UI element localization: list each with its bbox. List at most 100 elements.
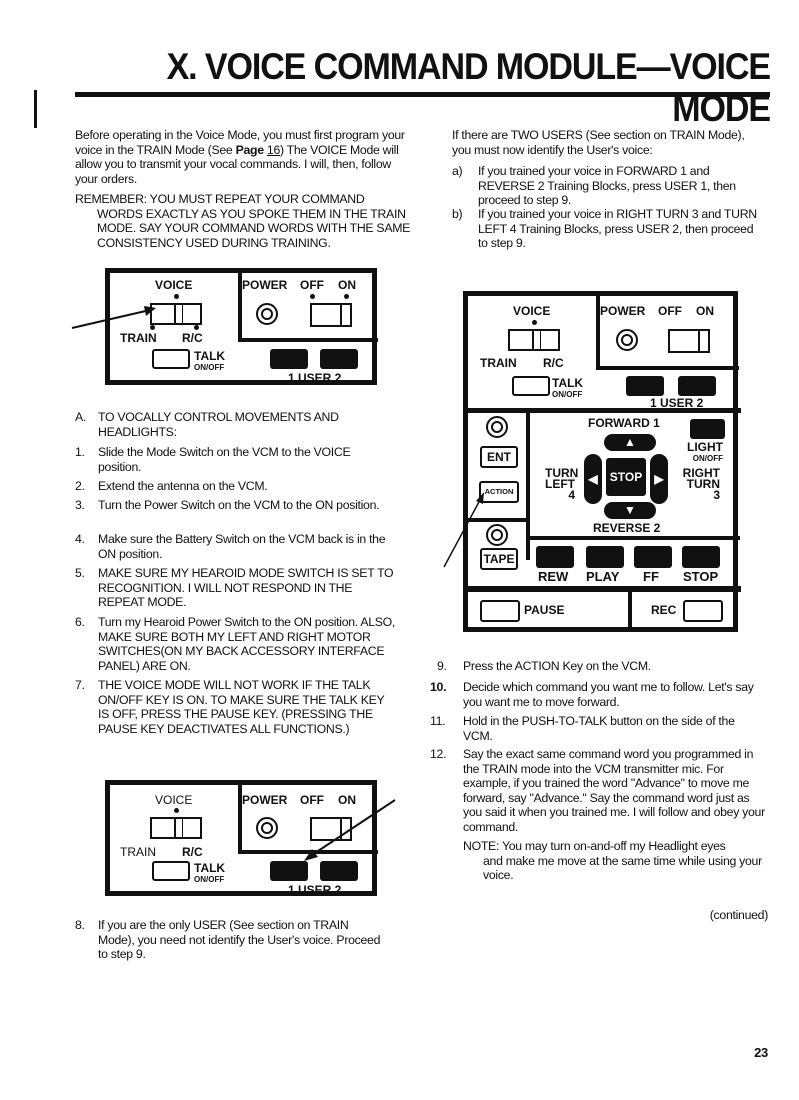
user-label: 1 USER 2 (288, 883, 342, 897)
step-text: Hold in the PUSH-TO-TALK button on the s… (463, 714, 735, 743)
step-text: Say the exact same command word you prog… (463, 747, 765, 834)
arrow-icon (304, 799, 396, 861)
talk-button (512, 376, 550, 396)
light-sub: ON/OFF (692, 454, 723, 463)
talk-sub: ON/OFF (552, 390, 583, 399)
on-dot (344, 294, 349, 299)
voice-dot (174, 294, 179, 299)
left-button: ◀ (584, 454, 602, 504)
step-text: Turn my Hearoid Power Switch to the ON p… (98, 615, 396, 673)
rc-label: R/C (182, 331, 203, 345)
mode-switch (150, 303, 202, 325)
talk-text: TALK (552, 376, 584, 390)
user-1-button (270, 861, 308, 881)
step-text: If you are the only USER (See section on… (98, 918, 381, 962)
rec-button (683, 600, 723, 622)
note: NOTE: You may turn on-and-off my Headlig… (463, 839, 763, 883)
step-number: 1. (75, 445, 85, 459)
power-box (238, 784, 378, 854)
ff-button (634, 546, 672, 568)
light-text: LIGHT (687, 440, 723, 454)
intro-text-2: ) The VOICE Mode will allow you to trans… (75, 142, 399, 186)
mode-switch (508, 329, 560, 351)
step-number: 7. (75, 678, 85, 692)
power-label: POWER (242, 793, 288, 807)
step-number: 10. (430, 680, 447, 694)
light-button (690, 419, 725, 439)
right-button: ▶ (650, 454, 668, 504)
knob-icon (486, 524, 508, 546)
voice-label: VOICE (155, 278, 193, 292)
forward-label: FORWARD 1 (588, 416, 660, 430)
remember-text: WORDS EXACTLY AS YOU SPOKE THEM IN THE T… (97, 206, 411, 250)
step-number: 9. (437, 659, 447, 673)
user-label: 1 USER 2 (650, 396, 704, 410)
remember-heading: REMEMBER: YOU MUST REPEAT YOUR COMMAND (75, 192, 365, 206)
intro-text: Before operating in the Voice Mode, you … (75, 128, 405, 157)
off-label: OFF (300, 793, 324, 807)
step-number: 6. (75, 615, 85, 629)
power-label: POWER (600, 304, 646, 318)
off-dot (310, 294, 315, 299)
rc-label: R/C (182, 845, 203, 859)
rew-label: REW (538, 569, 569, 584)
step-text: MAKE SURE MY HEAROID MODE SWITCH IS SET … (98, 566, 394, 610)
page-number: 23 (754, 1045, 768, 1060)
power-label: POWER (242, 278, 288, 292)
arrow-icon (71, 306, 156, 329)
intro-paragraph: Before operating in the Voice Mode, you … (75, 128, 415, 186)
arrow-icon (443, 492, 484, 568)
option-text: If you trained your voice in RIGHT TURN … (478, 207, 757, 251)
reverse-button: ▼ (604, 502, 656, 519)
knob-icon (486, 416, 508, 438)
ent-button: ENT (480, 446, 518, 468)
pause-label: PAUSE (524, 603, 565, 617)
power-box (596, 295, 739, 370)
user-2-button (320, 861, 358, 881)
stop-button: STOP (606, 458, 646, 496)
step-text: Turn the Power Switch on the VCM to the … (98, 498, 380, 512)
talk-sub: ON/OFF (194, 363, 225, 372)
talk-text: TALK (194, 349, 226, 363)
option-label: b) (452, 207, 463, 221)
train-label: TRAIN (480, 356, 517, 370)
talk-text: TALK (194, 861, 226, 875)
power-box (238, 272, 378, 342)
turn-left-num: 4 (568, 488, 575, 502)
mode-switch (150, 817, 202, 839)
voice-dot (174, 808, 179, 813)
on-label: ON (338, 278, 356, 292)
on-label: ON (338, 793, 356, 807)
action-button: ACTION (479, 481, 519, 503)
user-2-button (678, 376, 716, 396)
step-text: TO VOCALLY CONTROL MOVEMENTS AND HEADLIG… (98, 410, 339, 439)
forward-button: ▲ (604, 434, 656, 451)
off-label: OFF (658, 304, 682, 318)
right-turn-text: RIGHT TURN (682, 466, 720, 491)
power-switch (310, 303, 352, 327)
voice-label: VOICE (513, 304, 551, 318)
title-rule (75, 92, 770, 97)
step-text: THE VOICE MODE WILL NOT WORK IF THE TALK… (98, 678, 385, 736)
train-label: TRAIN (120, 331, 157, 345)
tape-button: TAPE (480, 548, 518, 570)
step-number: 8. (75, 918, 85, 932)
right-turn-num: 3 (713, 488, 720, 502)
step-number: 3. (75, 498, 85, 512)
ff-label: FF (643, 569, 659, 584)
continued-label: (continued) (709, 908, 769, 922)
step-text: Make sure the Battery Switch on the VCM … (98, 532, 386, 561)
user-label: 1 USER 2 (288, 371, 342, 385)
option-text: If you trained your voice in FORWARD 1 a… (478, 164, 736, 208)
train-dot (150, 325, 155, 330)
step-text: Extend the antenna on the VCM. (98, 479, 268, 493)
off-label: OFF (300, 278, 324, 292)
voice-dot (532, 320, 537, 325)
power-knob-icon (616, 329, 638, 351)
